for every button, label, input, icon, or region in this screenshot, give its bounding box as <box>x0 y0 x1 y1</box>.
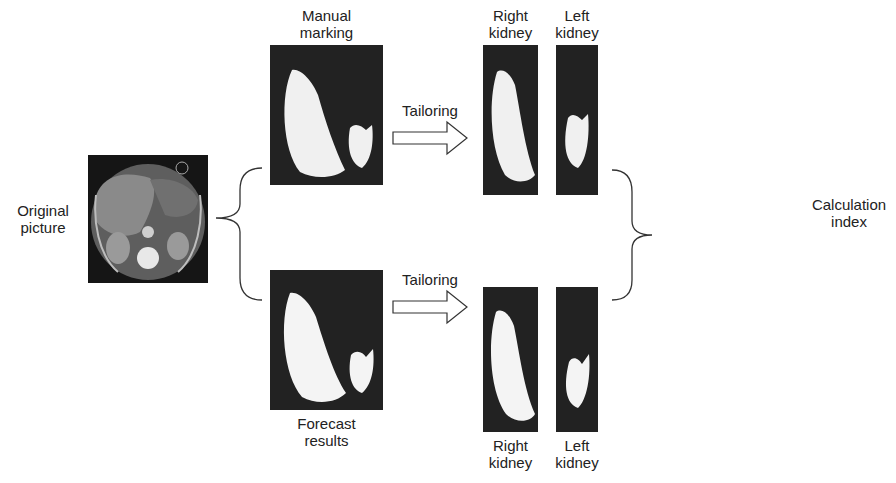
panel-caption: Manual marking <box>289 7 365 42</box>
block-arrow <box>393 122 467 154</box>
mask-image <box>270 45 383 185</box>
panel-caption: Forecast results <box>289 415 365 450</box>
panel-caption: Original picture <box>6 202 80 237</box>
image-panel: Manual marking <box>270 45 383 185</box>
right-brace <box>612 170 652 300</box>
image-panel: Right kidney <box>483 287 538 432</box>
mask-image <box>270 270 383 410</box>
ct-image <box>88 155 208 283</box>
output-label: Calculation index <box>806 196 892 231</box>
panel-caption: Right kidney <box>479 7 543 42</box>
block-arrow <box>393 291 467 323</box>
image-panel: Left kidney <box>556 287 598 432</box>
image-panel: Forecast results <box>270 270 383 410</box>
crop-image <box>483 45 598 195</box>
crop-image <box>483 287 598 432</box>
panel-caption: Right kidney <box>479 437 543 472</box>
image-panel: Original picture <box>88 155 208 283</box>
arrow-label: Tailoring <box>400 102 460 119</box>
panel-caption: Left kidney <box>545 437 609 472</box>
image-panel: Right kidney <box>483 45 538 195</box>
image-panel: Left kidney <box>556 45 598 195</box>
panel-caption: Left kidney <box>545 7 609 42</box>
left-brace <box>216 168 262 300</box>
arrow-label: Tailoring <box>400 271 460 288</box>
